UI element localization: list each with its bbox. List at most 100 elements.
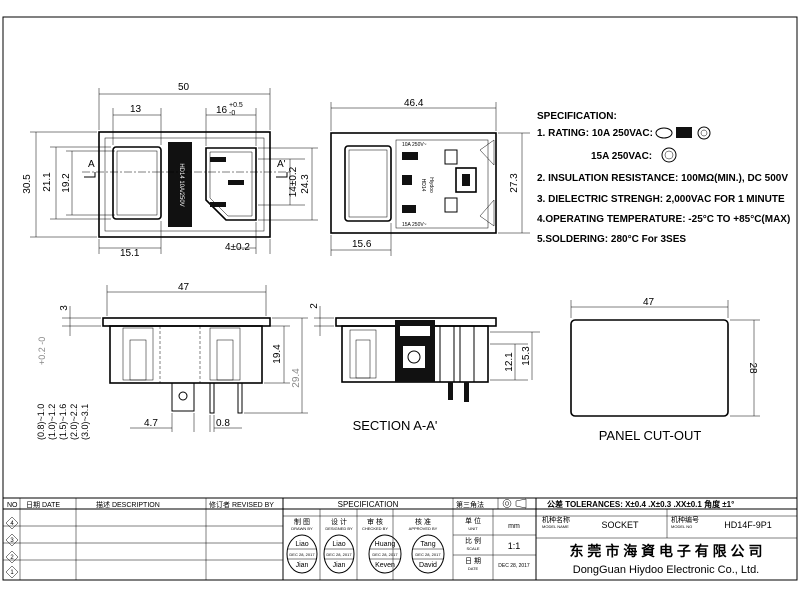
dim-pin-thickness: 0.8 xyxy=(216,418,230,429)
dim-overall-width: 50 xyxy=(178,82,190,93)
dim-outlet-width: 13 xyxy=(130,104,142,115)
tb-model-name-value: SOCKET xyxy=(601,520,639,530)
signature-stamp-approved: Tang DEC 28, 2017 David xyxy=(411,534,445,574)
dim-side-height: 19.4 xyxy=(272,344,283,364)
dim-pin-offset: 4±0.2 xyxy=(225,242,250,253)
panel-thickness-3: (1.5)~1.6 xyxy=(58,404,68,440)
dim-rear-width: 46.4 xyxy=(404,98,424,109)
svg-text:比 例: 比 例 xyxy=(465,536,481,545)
panel-thickness-5: (3.0)~3.1 xyxy=(80,404,90,440)
svg-text:DESIGNED BY: DESIGNED BY xyxy=(325,526,353,531)
cqc-mark-icon xyxy=(655,127,673,139)
dim-switch-offset: 15.1 xyxy=(120,248,140,259)
dim-inner-height: 19.2 xyxy=(61,173,72,193)
spec-item-5: 5.SOLDERING: 280°C For 3SES xyxy=(537,234,686,245)
svg-text:Liao: Liao xyxy=(295,541,308,548)
rear-rating-bottom: 15A 250V~ xyxy=(402,222,427,228)
dim-cutout-width: 47 xyxy=(643,297,655,308)
section-view: 2 12.1 15.3 SECTION A-A' xyxy=(309,303,540,433)
dim-inlet-height: 24.3 xyxy=(300,174,311,194)
rear-housing xyxy=(330,132,497,234)
svg-text:CHECKED BY: CHECKED BY xyxy=(362,526,388,531)
svg-text:设 计: 设 计 xyxy=(331,517,347,526)
svg-text:MODEL NAME: MODEL NAME xyxy=(542,524,569,529)
signature-stamp-designed: Liao DEC 28, 2017 Jian xyxy=(323,534,355,574)
dim-outlet-height: 21.1 xyxy=(42,172,53,192)
tb-scale-value: 1:1 xyxy=(508,541,521,551)
rating-label-strip xyxy=(168,142,192,227)
rear-switch-pocket xyxy=(344,145,392,222)
inlet-pin-top xyxy=(210,157,226,162)
panel-thickness-1: (0.8)~1.0 xyxy=(36,404,46,440)
svg-text:UNIT: UNIT xyxy=(468,526,478,531)
revision-row-markers: 4 3 2 1 xyxy=(5,516,19,579)
svg-text:DEC 28, 2017: DEC 28, 2017 xyxy=(326,552,352,557)
svg-text:4: 4 xyxy=(10,521,14,527)
side-pcb-post xyxy=(171,382,195,412)
svg-text:审 核: 审 核 xyxy=(367,517,383,526)
dim-section-h2: 15.3 xyxy=(521,346,532,366)
svg-text:3: 3 xyxy=(10,538,14,544)
cutout-outline xyxy=(570,319,729,417)
kc-mark-icon xyxy=(676,127,692,138)
tb-model-no-value: HD14F-9P1 xyxy=(724,520,772,530)
svg-text:1: 1 xyxy=(10,570,14,576)
tb-unit-value: mm xyxy=(508,523,520,530)
side-pin-1 xyxy=(209,382,215,414)
switch-rocker xyxy=(116,150,158,216)
svg-text:David: David xyxy=(419,562,437,569)
svg-text:DATE: DATE xyxy=(468,566,479,571)
rear-brand-label: Hiydoo xyxy=(428,177,434,193)
svg-text:Jian: Jian xyxy=(296,562,309,569)
third-angle-projection-icon xyxy=(502,498,527,509)
svg-text:Jian: Jian xyxy=(333,562,346,569)
spec-heading: SPECIFICATION: xyxy=(537,111,617,122)
front-view: HD14 10A/250V A A' 50 13 16 +0.5 -0 30 xyxy=(22,82,318,259)
svg-text:Huang: Huang xyxy=(375,541,396,548)
rear-view: 10A 250V~ 15A 250V~ HD14 Hiydoo 46.4 27.… xyxy=(330,98,530,256)
spec-item-4: 4.OPERATING TEMPERATURE: -25°C TO +85°C(… xyxy=(537,214,790,225)
panel-thickness-tol: +0.2 -0 xyxy=(37,337,47,365)
dim-side-flange: 3 xyxy=(59,305,70,311)
certification-marks-15a xyxy=(661,147,677,163)
rear-rating-top: 10A 250V~ xyxy=(402,142,427,148)
side-body xyxy=(109,325,263,384)
dim-rear-offset: 15.6 xyxy=(352,239,372,250)
panel-thickness-2: (1.0)~1.2 xyxy=(47,404,57,440)
tb-col-desc: 描述 DESCRIPTION xyxy=(96,500,160,509)
dim-inlet-width: 16 xyxy=(216,105,228,116)
ul-mark-icon xyxy=(661,147,677,163)
front-flange xyxy=(98,131,271,238)
spec-item-1b: 15A 250VAC: xyxy=(591,151,652,162)
section-right-label: A' xyxy=(277,159,286,170)
side-flange xyxy=(102,317,271,327)
certification-marks-10a xyxy=(655,126,711,140)
dim-side-width: 47 xyxy=(178,282,190,293)
iec-inlet xyxy=(205,147,257,221)
section-left-label: A xyxy=(88,159,95,170)
svg-text:-0: -0 xyxy=(229,110,235,117)
svg-text:APPROVED BY: APPROVED BY xyxy=(409,526,438,531)
side-pin-2 xyxy=(237,382,243,414)
section-title: SECTION A-A' xyxy=(353,418,438,433)
svg-text:MODEL NO: MODEL NO xyxy=(671,524,692,529)
dim-section-h1: 12.1 xyxy=(504,352,515,372)
dim-section-flange: 2 xyxy=(309,303,320,309)
svg-text:核 准: 核 准 xyxy=(415,517,431,526)
svg-text:Liao: Liao xyxy=(332,541,345,548)
panel-thickness-4: (2.0)~2.2 xyxy=(69,404,79,440)
vde-mark-icon xyxy=(697,126,711,140)
spec-item-1: 1. RATING: 10A 250VAC: xyxy=(537,128,653,139)
svg-text:DEC 28, 2017: DEC 28, 2017 xyxy=(289,552,315,557)
dim-pin-span: 14±0.2 xyxy=(288,166,299,197)
svg-text:机种名称: 机种名称 xyxy=(542,515,570,524)
dim-cutout-height: 28 xyxy=(747,362,758,374)
rear-model-label: HD14 xyxy=(420,179,426,192)
inlet-pin-mid xyxy=(228,180,244,185)
switch-text: HD14 10A/250V xyxy=(178,163,184,206)
spec-item-3: 3. DIELECTRIC STRENGH: 2,000VAC FOR 1 MI… xyxy=(537,194,785,205)
dim-overall-height: 30.5 xyxy=(22,174,33,194)
svg-text:SCALE: SCALE xyxy=(466,546,479,551)
tb-projection: 第三角法 xyxy=(456,500,484,509)
